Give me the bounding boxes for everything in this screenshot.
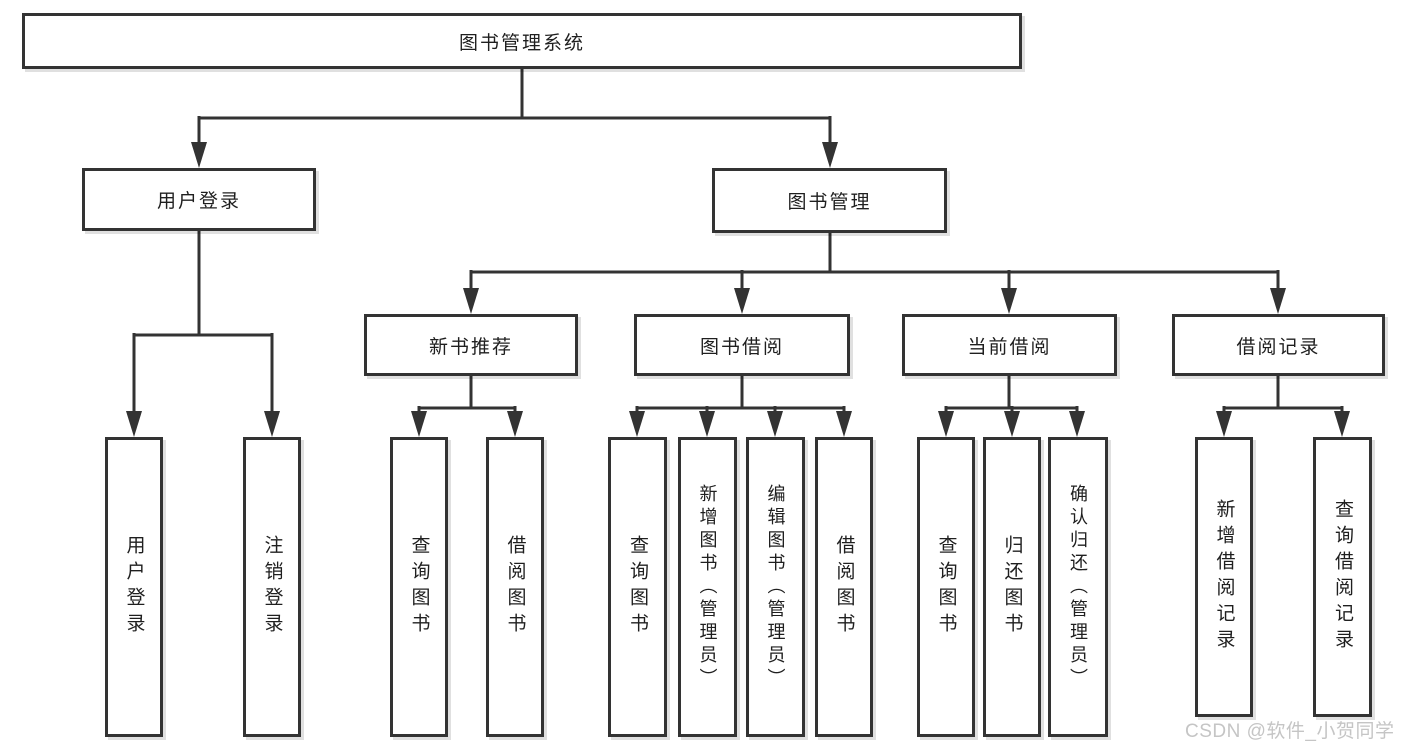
node-borrow-records: 借阅记录 [1172, 314, 1385, 376]
leaf-borrow-books-recommend: 借阅图书 [486, 437, 544, 737]
leaf-add-borrow-record: 新增借阅记录 [1195, 437, 1253, 717]
leaf-borrow-books-label: 借阅图书 [833, 535, 855, 639]
leaf-borrow-books: 借阅图书 [815, 437, 873, 737]
node-root-label: 图书管理系统 [458, 32, 585, 54]
leaf-query-borrow-record-label: 查询借阅记录 [1332, 499, 1353, 655]
watermark: CSDN @软件_小贺同学 [1185, 721, 1395, 742]
leaf-confirm-return-admin-label: 确认归还（管理员） [1068, 483, 1088, 691]
node-book-management-label: 图书管理 [787, 192, 872, 213]
node-book-borrow-label: 图书借阅 [699, 336, 784, 358]
node-user-login: 用户登录 [82, 168, 316, 231]
node-new-book-recommend-label: 新书推荐 [428, 336, 513, 358]
leaf-query-books-current: 查询图书 [917, 437, 975, 737]
leaf-query-books-recommend: 查询图书 [390, 437, 448, 737]
leaf-add-book-admin-label: 新增图书（管理员） [697, 483, 718, 691]
leaf-return-book: 归还图书 [983, 437, 1041, 737]
leaf-add-borrow-record-label: 新增借阅记录 [1213, 499, 1235, 655]
leaf-query-books-borrow: 查询图书 [608, 437, 667, 737]
leaf-add-book-admin: 新增图书（管理员） [678, 437, 737, 737]
node-current-borrow-label: 当前借阅 [967, 336, 1052, 358]
leaf-edit-book-admin: 编辑图书（管理员） [746, 437, 805, 737]
node-user-login-label: 用户登录 [156, 191, 241, 212]
leaf-edit-book-admin-label: 编辑图书（管理员） [765, 483, 786, 691]
leaf-return-book-label: 归还图书 [1001, 535, 1023, 639]
leaf-query-books-current-label: 查询图书 [935, 535, 957, 639]
leaf-user-login: 用户登录 [105, 437, 163, 737]
leaf-query-borrow-record: 查询借阅记录 [1313, 437, 1372, 717]
leaf-borrow-books-recommend-label: 借阅图书 [504, 535, 526, 639]
leaf-query-books-borrow-label: 查询图书 [627, 535, 648, 639]
leaf-logout: 注销登录 [243, 437, 301, 737]
node-new-book-recommend: 新书推荐 [364, 314, 578, 376]
node-borrow-records-label: 借阅记录 [1236, 336, 1321, 358]
leaf-user-login-label: 用户登录 [123, 535, 145, 639]
node-book-borrow: 图书借阅 [634, 314, 850, 376]
leaf-query-books-recommend-label: 查询图书 [408, 535, 430, 639]
leaf-logout-label: 注销登录 [261, 535, 283, 639]
leaf-confirm-return-admin: 确认归还（管理员） [1048, 437, 1108, 737]
node-root: 图书管理系统 [22, 13, 1022, 69]
node-book-management: 图书管理 [712, 168, 947, 233]
node-current-borrow: 当前借阅 [902, 314, 1117, 376]
